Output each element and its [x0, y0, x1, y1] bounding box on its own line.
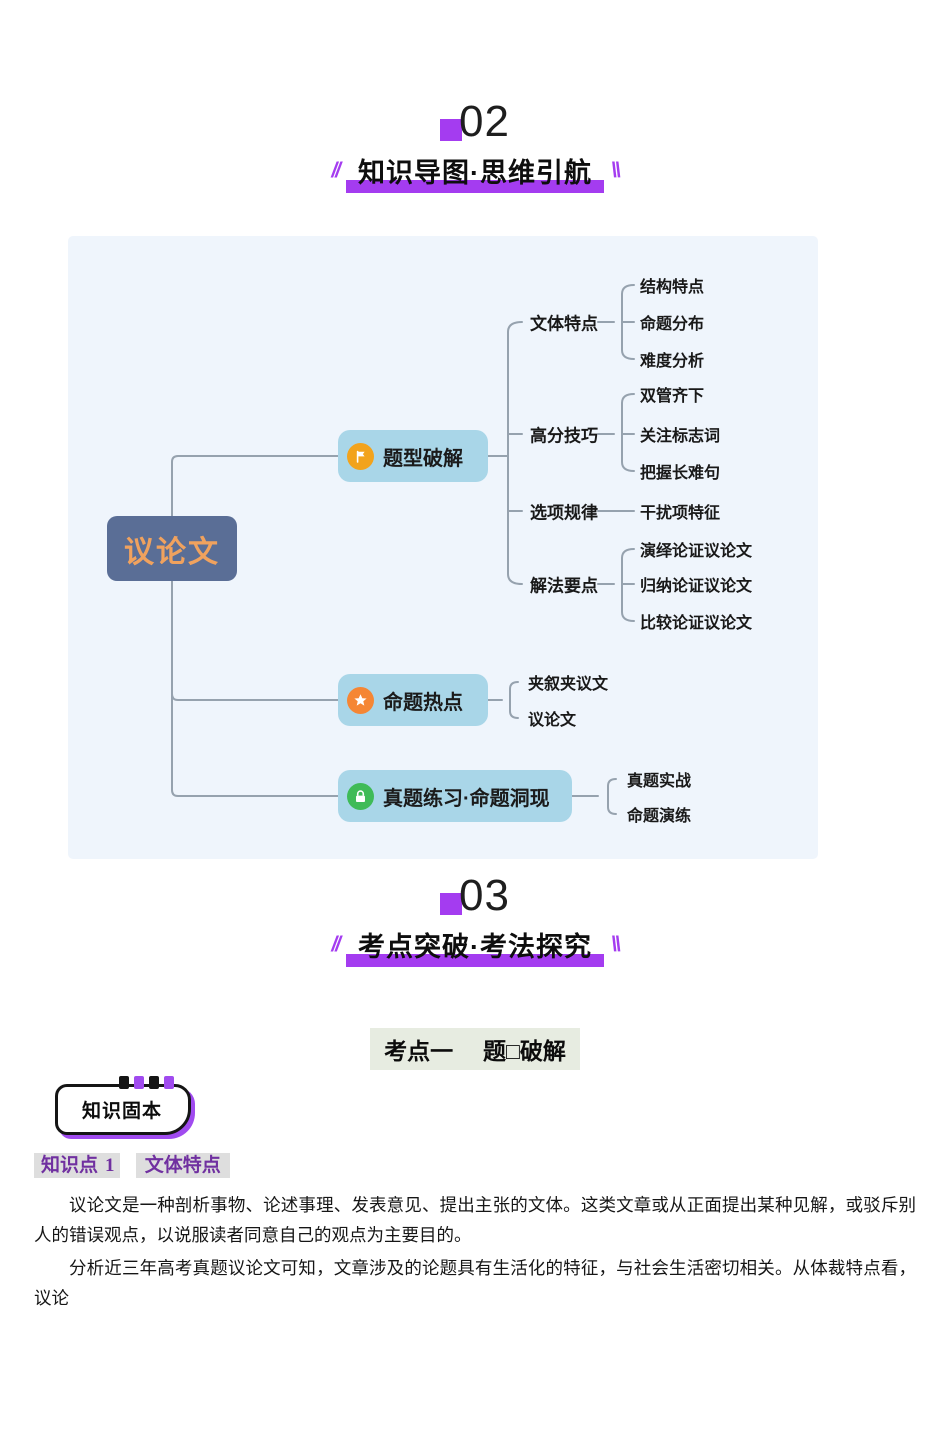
knowledge-point-number: 1	[105, 1155, 115, 1176]
purple-underline-bar	[346, 180, 604, 193]
leaf-item: 议论文	[528, 712, 577, 729]
leaf-item: 双管齐下	[640, 388, 705, 405]
leaf-item: 夹叙夹议文	[528, 676, 609, 693]
section-title: 考点突破·考法探究	[346, 925, 604, 967]
knowledge-point-title: 文体特点	[135, 1153, 230, 1178]
paragraph: 分析近三年高考真题议论文可知，文章涉及的论题具有生活化的特征，与社会生活密切相关…	[34, 1257, 916, 1308]
section-02-number-row: 02	[0, 100, 950, 144]
leaf-item: 命题分布	[640, 316, 705, 333]
sub-branch-option-patterns: 选项规律	[530, 503, 598, 523]
exam-point-title: 题□破解	[482, 1038, 566, 1064]
badge-label: 知识固本	[82, 1101, 163, 1122]
star-icon	[347, 686, 374, 714]
leaf-item: 比较论证议论文	[640, 615, 753, 632]
slash-decoration-right: \\	[611, 932, 621, 956]
knowledge-point-prefix: 知识点	[41, 1155, 99, 1176]
section-number: 03	[459, 871, 510, 920]
section-03-number-row: 03	[0, 874, 950, 918]
leaf-item: 把握长难句	[640, 465, 721, 482]
exam-point-label: 考点一	[384, 1038, 454, 1064]
lock-icon	[347, 782, 374, 810]
slash-decoration-left: //	[331, 158, 341, 182]
sub-branch-style-features: 文体特点	[530, 314, 598, 334]
section-03-title-row: // 考点突破·考法探究 \\	[0, 925, 950, 967]
knowledge-point-number-box: 知识点 1	[34, 1153, 120, 1178]
leaf-item: 真题实战	[627, 773, 692, 790]
leaf-item: 关注标志词	[640, 428, 721, 445]
branch-label: 题型破解	[383, 447, 463, 470]
leaf-item: 结构特点	[640, 279, 705, 296]
exam-point-highlight: 考点一 题□破解	[370, 1028, 580, 1070]
mindmap-branch-hot-topics: 命题热点	[338, 674, 488, 726]
section-title: 知识导图·思维引航	[346, 151, 604, 193]
purple-square-decoration	[440, 893, 463, 915]
leaf-item: 难度分析	[640, 353, 705, 370]
mindmap-connectors	[171, 284, 635, 815]
exam-point-heading: 考点一 题□破解	[0, 1028, 950, 1070]
knowledge-badge-row: 知识固本	[55, 1076, 950, 1135]
slash-decoration-left: //	[331, 932, 341, 956]
badge-tabs-decoration	[119, 1076, 175, 1089]
paragraph: 议论文是一种剖析事物、论述事理、发表意见、提出主张的文体。这类文章或从正面提出某…	[34, 1194, 916, 1245]
slash-decoration-right: \\	[611, 158, 621, 182]
section-02-title-row: // 知识导图·思维引航 \\	[0, 151, 950, 193]
sub-branch-score-skills: 高分技巧	[530, 426, 598, 446]
branch-label: 命题热点	[383, 691, 463, 714]
branch-label: 真题练习·命题洞现	[383, 787, 550, 810]
knowledge-point-heading: 知识点 1 文体特点	[34, 1153, 950, 1180]
knowledge-badge: 知识固本	[55, 1076, 192, 1135]
section-03-header: 03 // 考点突破·考法探究 \\	[0, 874, 950, 967]
flag-icon	[347, 442, 374, 470]
leaf-item: 干扰项特征	[640, 505, 721, 522]
mindmap-panel: 议论文 题型破解 命题热点 真题练习·命题洞现 文体特点 高分技巧 选项规律 解…	[68, 236, 818, 859]
sub-branch-solution-points: 解法要点	[530, 576, 598, 596]
mindmap-root-node: 议论文	[107, 516, 237, 581]
mindmap-branch-question-types: 题型破解	[338, 430, 488, 482]
purple-square-decoration	[440, 119, 463, 141]
section-02-header: 02 // 知识导图·思维引航 \\	[0, 100, 950, 193]
leaf-item: 归纳论证议论文	[640, 578, 753, 595]
section-number: 02	[459, 97, 510, 146]
section-title-text: 考点突破·考法探究	[358, 932, 592, 962]
section-title-text: 知识导图·思维引航	[358, 158, 592, 188]
purple-underline-bar	[346, 954, 604, 967]
leaf-item: 命题演练	[627, 808, 692, 825]
mindmap-branch-real-exam-practice: 真题练习·命题洞现	[338, 770, 572, 822]
leaf-item: 演绎论证议论文	[640, 543, 753, 560]
